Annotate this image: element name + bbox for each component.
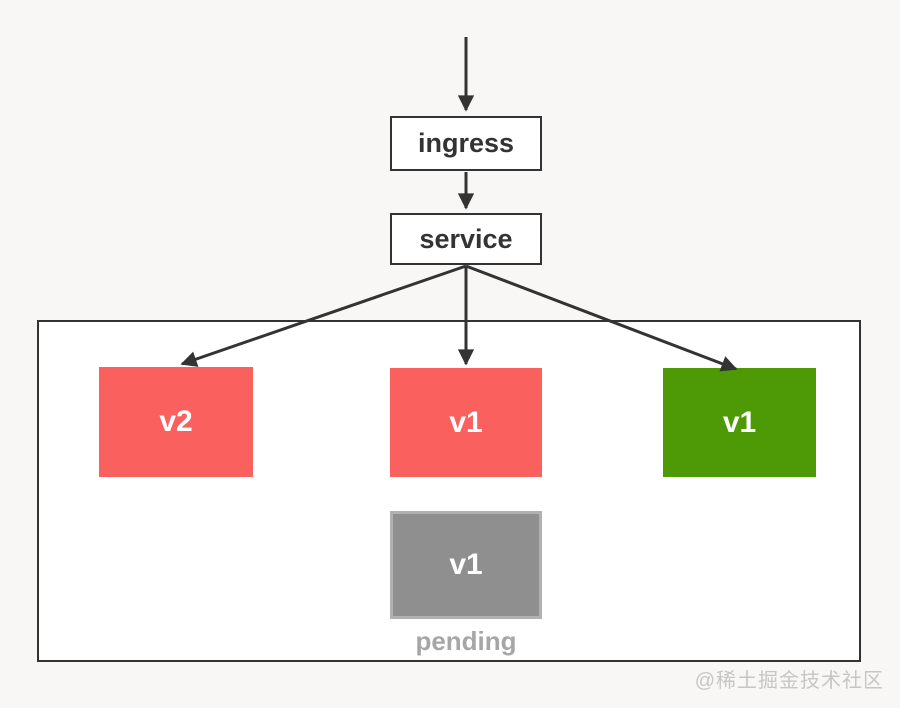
node-service: service [390, 213, 542, 265]
node-ingress: ingress [390, 116, 542, 171]
pod-v1-right: v1 [663, 368, 816, 477]
pod-v1-middle: v1 [390, 368, 542, 477]
pending-caption: pending [415, 626, 517, 656]
watermark: @稀土掘金技术社区 [694, 670, 884, 692]
pod-v1-pending: v1 [390, 511, 542, 619]
pod-v2: v2 [99, 367, 253, 477]
